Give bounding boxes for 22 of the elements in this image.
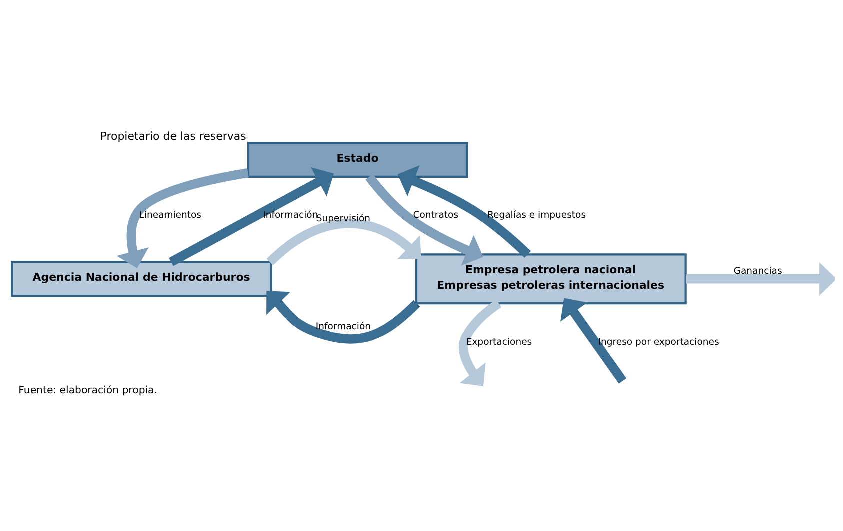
- arrow: [116, 168, 249, 268]
- edge-label: Información: [316, 322, 372, 333]
- edge-label: Lineamientos: [139, 210, 202, 222]
- arrow: [266, 291, 420, 344]
- edge-label: Contratos: [413, 210, 459, 222]
- caption: Fuente: elaboración propia.: [18, 385, 158, 396]
- node-box: Empresa petrolera nacional Empresas petroleras internacionales: [415, 254, 687, 305]
- arrow: [169, 167, 334, 266]
- arrow: [560, 298, 627, 384]
- arrow: [458, 300, 502, 386]
- arrow: [366, 174, 484, 266]
- edge-label: Ganancias: [734, 266, 782, 277]
- node-label: Propietario de las reservas: [100, 130, 246, 144]
- edge-label: Supervisión: [316, 214, 371, 225]
- arrow: [266, 219, 422, 266]
- arrow: [398, 165, 532, 258]
- arrow: [686, 262, 835, 296]
- node-box: Estado: [247, 142, 468, 178]
- edge-label: Exportaciones: [466, 336, 532, 348]
- edge-label: Regalías e impuestos: [488, 210, 586, 222]
- node-box: Agencia Nacional de Hidrocarburos: [11, 261, 272, 298]
- edge-label: Información: [263, 210, 318, 222]
